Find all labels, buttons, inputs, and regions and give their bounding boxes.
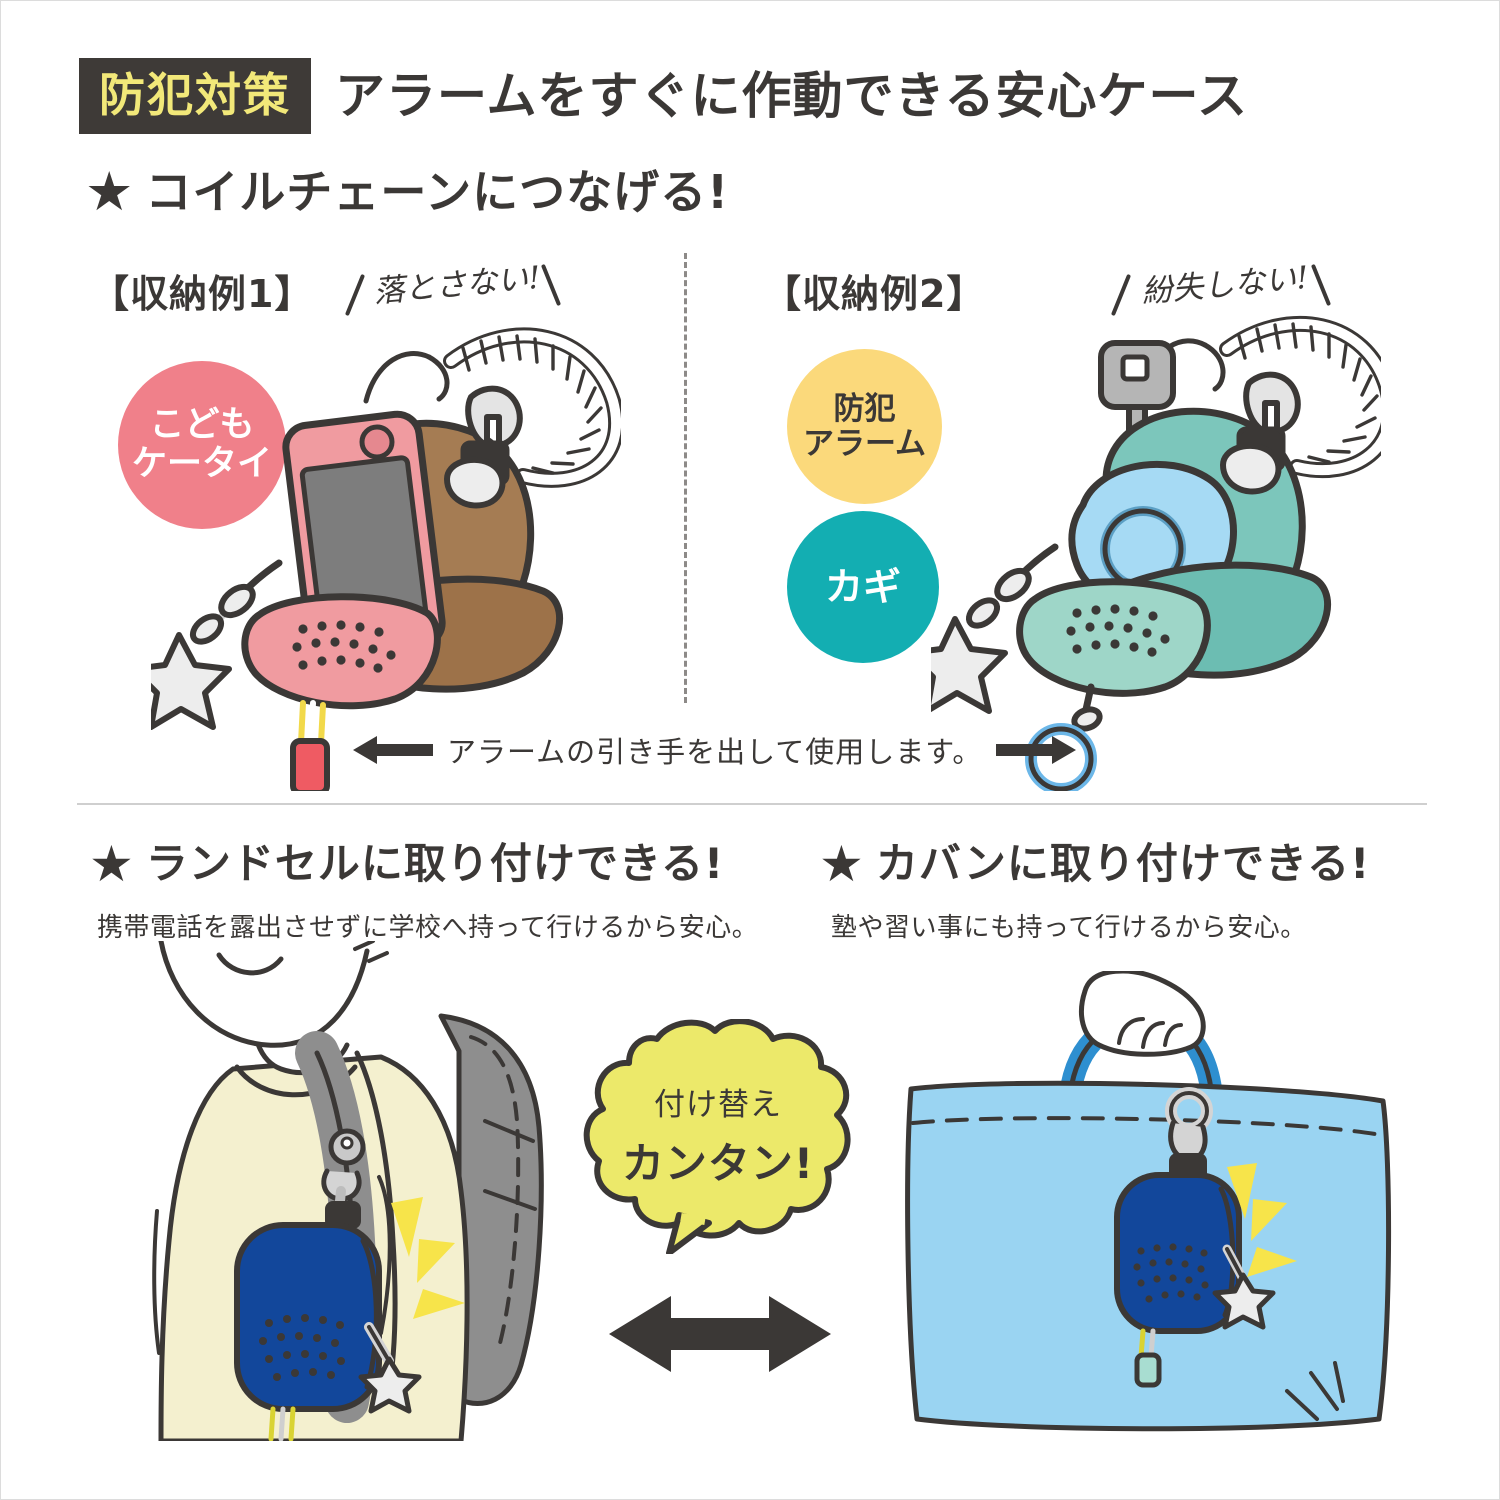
badge-kodomo-keitai: こども ケータイ: [118, 361, 286, 529]
vertical-divider: [684, 253, 687, 703]
bubble-text-group: 付け替え カンタン!: [583, 1079, 853, 1191]
badge-line-2: ケータイ: [131, 444, 272, 484]
illustration-randoseru: [152, 941, 544, 1441]
illustration-kaban: [905, 971, 1392, 1432]
section-heading-coil-chain: ★ コイルチェーンにつなげる!: [85, 165, 729, 219]
header-badge: 防犯対策: [79, 58, 311, 134]
arrow-right-icon: [996, 736, 1077, 764]
example-2-label: 【収納例2】: [763, 272, 986, 316]
speech-bubble: 付け替え カンタン!: [583, 1018, 853, 1256]
star-icon: ★: [85, 160, 134, 223]
section-heading-label: カバンに取り付けできる!: [875, 839, 1371, 888]
section-sub-randoseru: 携帯電話を露出させずに学校へ持って行けるから安心。: [97, 913, 759, 943]
arrow-left-icon: [353, 736, 433, 764]
badge-kagi: カギ: [787, 511, 939, 663]
illustration-example-1: [151, 327, 621, 791]
section-heading-kaban: ★ カバンに取り付けできる!: [819, 839, 1370, 889]
bubble-line-2: カンタン!: [621, 1139, 815, 1188]
usage-caption-row: アラームの引き手を出して使用します。: [353, 729, 1077, 771]
star-icon: ★: [89, 835, 134, 893]
star-icon: ★: [819, 835, 864, 893]
badge-line-1: こども: [149, 404, 255, 445]
illustration-example-2: [931, 315, 1381, 791]
section-heading-label: コイルチェーンにつなげる!: [145, 165, 730, 219]
badge-line-2: アラーム: [802, 425, 927, 462]
horizontal-divider: [77, 803, 1427, 805]
bubble-shape: [583, 1018, 851, 1256]
bubble-line-1: 付け替え: [654, 1087, 782, 1123]
page-title: アラームをすぐに作動できる安心ケース: [335, 67, 1248, 125]
badge-line-1: カギ: [824, 564, 901, 609]
usage-caption: アラームの引き手を出して使用します。: [447, 735, 983, 769]
page-header: 防犯対策 アラームをすぐに作動できる安心ケース: [79, 58, 1248, 134]
example-1-label: 【収納例1】: [91, 272, 314, 316]
badge-bouhan-alarm: 防犯 アラーム: [787, 349, 942, 504]
badge-line-1: 防犯: [833, 390, 896, 427]
section-heading-label: ランドセルに取り付けできる!: [145, 839, 725, 888]
section-sub-kaban: 塾や習い事にも持って行けるから安心。: [831, 913, 1307, 943]
swap-double-arrow-icon: [609, 1296, 831, 1372]
section-heading-randoseru: ★ ランドセルに取り付けできる!: [89, 839, 724, 889]
